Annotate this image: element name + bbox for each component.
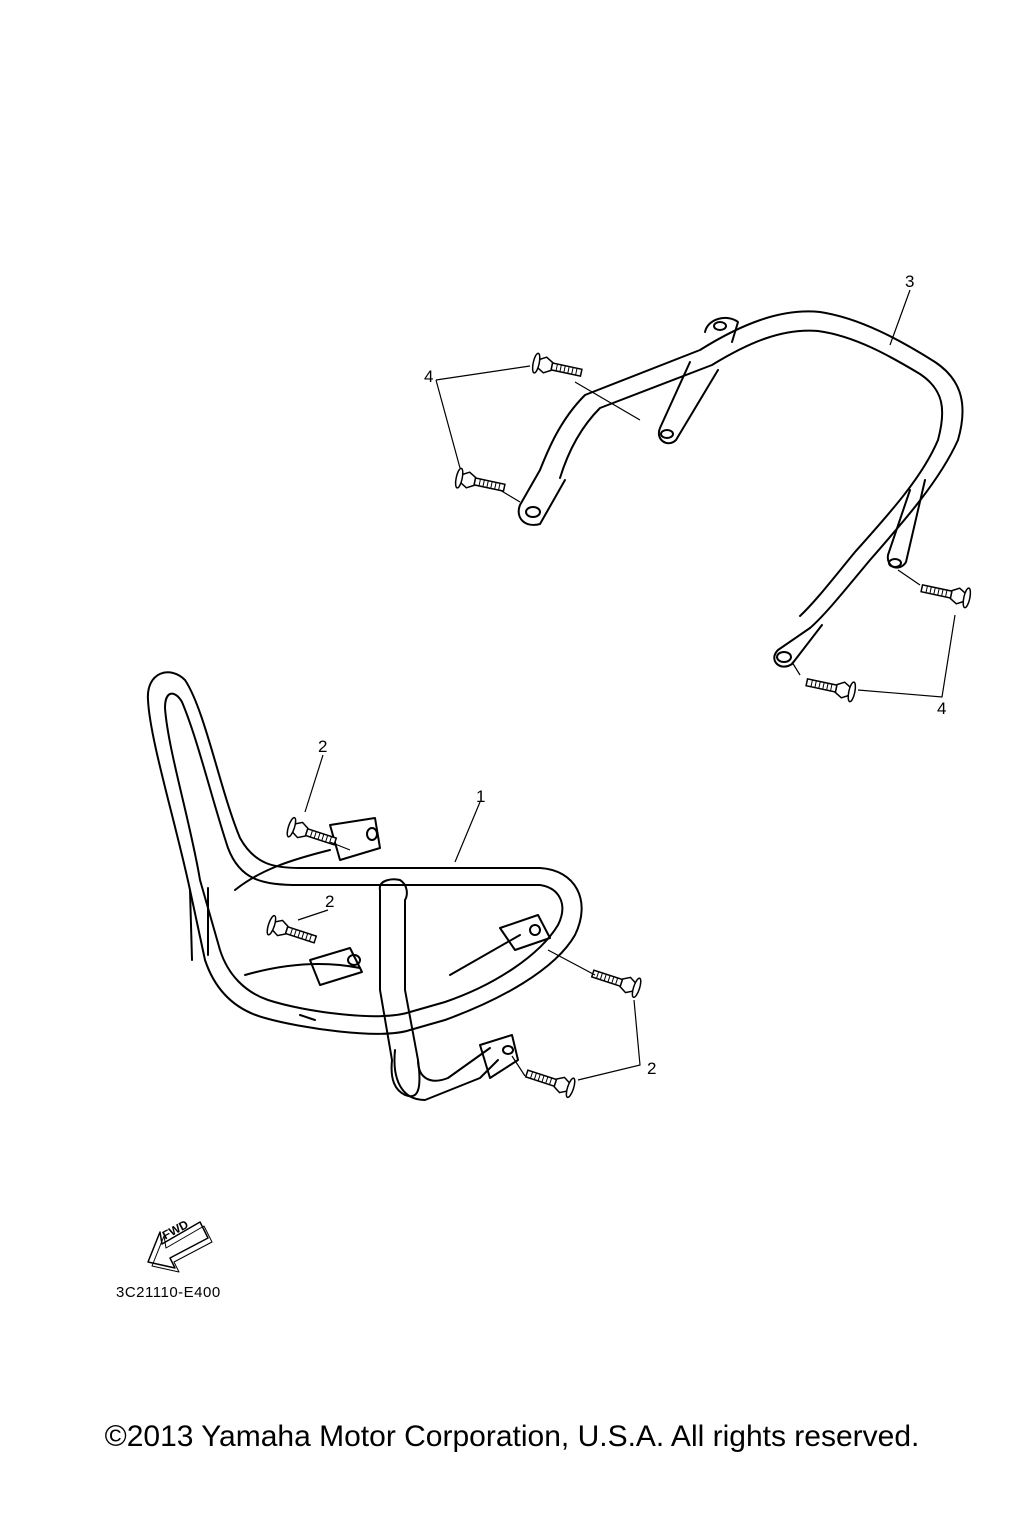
bolt-part-2-right-b	[522, 1063, 578, 1099]
bolt-part-4-right-a	[918, 577, 973, 610]
callout-part-4-lower: 4	[937, 699, 947, 718]
bolt-part-4-upper-b	[453, 466, 508, 499]
fwd-arrow-icon	[147, 1221, 213, 1273]
bolt-part-4-upper-a	[530, 351, 585, 384]
bolt-part-2-middle	[264, 914, 320, 950]
rear-guard-part-3	[517, 310, 964, 668]
callout-part-2-middle: 2	[325, 892, 335, 911]
callout-part-1: 1	[476, 787, 486, 806]
callout-part-4-upper: 4	[424, 367, 434, 386]
diagram-code: 3C21110-E400	[116, 1284, 221, 1301]
callout-part-2-top: 2	[318, 737, 328, 756]
front-guard-part-1	[146, 671, 583, 1101]
bolt-part-2-top	[284, 816, 340, 852]
callout-part-3: 3	[905, 272, 915, 291]
copyright-notice: ©2013 Yamaha Motor Corporation, U.S.A. A…	[104, 1420, 920, 1453]
leader-lines	[297, 289, 956, 1081]
bolt-part-4-right-b	[803, 671, 858, 704]
callout-part-2-right: 2	[647, 1059, 657, 1078]
bolt-part-2-right-a	[588, 963, 644, 999]
